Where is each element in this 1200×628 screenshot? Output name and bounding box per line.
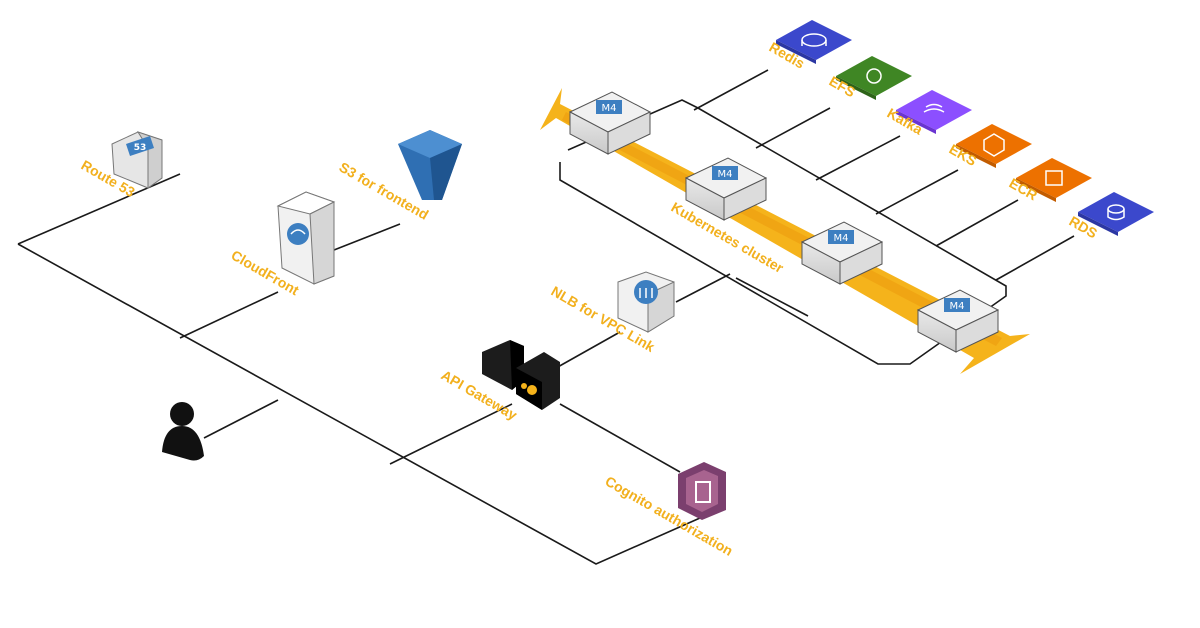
m4-node[interactable]: M4 xyxy=(684,157,768,221)
rds-icon[interactable] xyxy=(1078,192,1154,236)
node-label: M4 xyxy=(602,103,617,114)
kafka-icon[interactable] xyxy=(896,90,972,134)
efs-icon[interactable] xyxy=(836,56,912,100)
node-label: M4 xyxy=(834,233,849,244)
m4-node[interactable]: M4 xyxy=(568,91,652,155)
ecr-icon[interactable] xyxy=(1016,158,1092,202)
nlb-icon[interactable] xyxy=(617,271,675,333)
api-gateway-icon[interactable] xyxy=(482,340,560,410)
cognito-icon[interactable] xyxy=(678,462,726,520)
m4-node[interactable]: M4 xyxy=(800,221,884,285)
cloudfront-icon[interactable] xyxy=(276,191,336,285)
eks-icon[interactable] xyxy=(956,124,1032,168)
m4-node[interactable]: M4 xyxy=(916,289,1000,353)
user-icon xyxy=(162,402,204,461)
redis-icon[interactable] xyxy=(776,20,852,64)
route53-badge: 53 xyxy=(134,143,147,153)
s3-bucket-icon[interactable] xyxy=(398,130,462,200)
node-label: M4 xyxy=(718,169,733,180)
node-label: M4 xyxy=(950,301,965,312)
cluster-arrow xyxy=(540,88,1030,374)
route53-icon[interactable]: 53 xyxy=(111,131,163,189)
connection-lines xyxy=(17,69,1075,565)
